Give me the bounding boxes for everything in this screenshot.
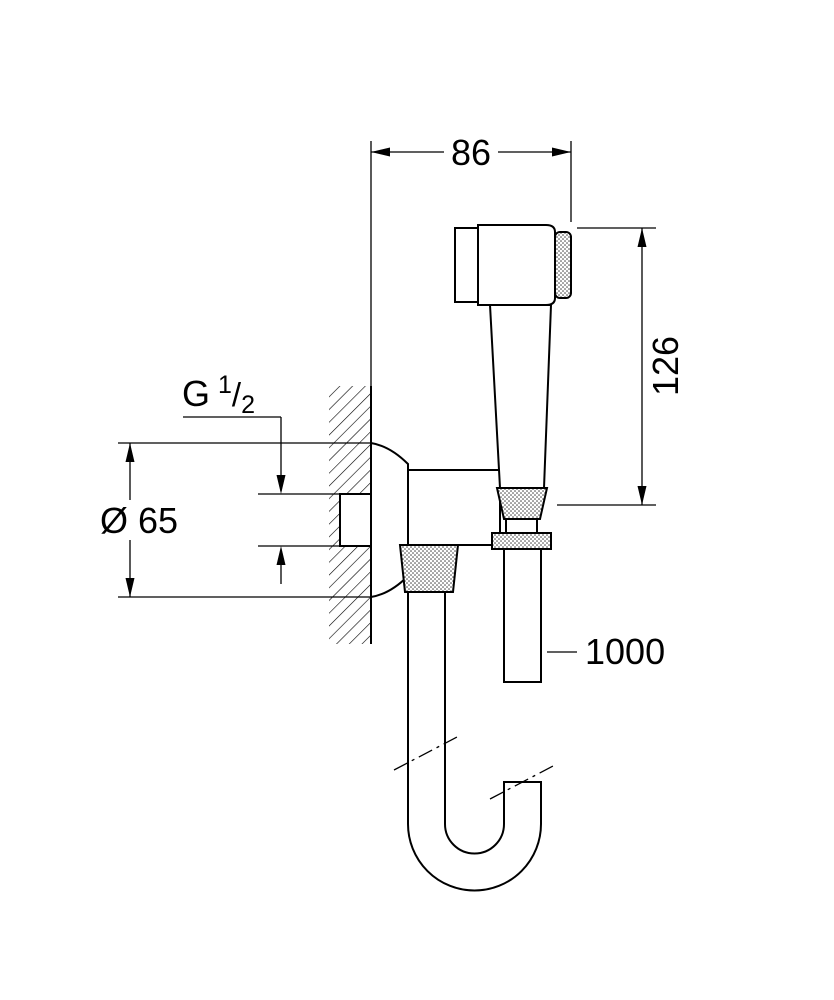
dim-65-arrow-top [125, 443, 135, 462]
dim-86-arrow-right [552, 147, 571, 157]
spray-head-back-cap [454, 227, 479, 303]
thread-label-numerator: 1 [218, 371, 232, 399]
dim-126-label: 126 [645, 336, 686, 396]
thread-label-slash: / [232, 376, 242, 413]
hand-shower-handle [488, 304, 553, 489]
hose-break-line-left [393, 735, 460, 771]
dim-86-arrow-left [371, 147, 390, 157]
valve-body [407, 469, 501, 546]
dim-126-arrow-bottom [637, 486, 647, 505]
spray-head-body [477, 224, 556, 306]
hose-break-line-right [489, 764, 556, 800]
hose-length-label: 1000 [585, 631, 665, 672]
dimension-diameter-65: Ø 65 [96, 442, 371, 598]
dim-86-label-bg [444, 134, 498, 170]
callout-hose-length: 1000 [547, 631, 665, 672]
dim-126-arrow-top [637, 228, 647, 247]
shower-hose-loop [407, 591, 542, 892]
hose-neck [505, 518, 538, 534]
thread-label-prefix: G [182, 373, 210, 414]
thread-arrow-up [276, 546, 286, 565]
dim-65-label-bg [96, 500, 182, 540]
handle-cone-nut-knurled [495, 487, 549, 520]
dim-86-label: 86 [451, 132, 491, 173]
inlet-thread-fitting [339, 493, 372, 547]
hose-collar-knurled [491, 532, 552, 550]
hose-nut-knurled [398, 544, 460, 593]
hose-upper-tube [503, 548, 542, 683]
spray-face-plate [554, 231, 572, 299]
thread-label-denominator: 2 [241, 391, 255, 419]
dimension-86: 86 [370, 132, 572, 388]
dim-65-arrow-bottom [125, 578, 135, 597]
dim-65-label: Ø 65 [100, 500, 178, 541]
dimension-126: 126 [557, 227, 686, 506]
thread-arrow-down [276, 475, 286, 494]
